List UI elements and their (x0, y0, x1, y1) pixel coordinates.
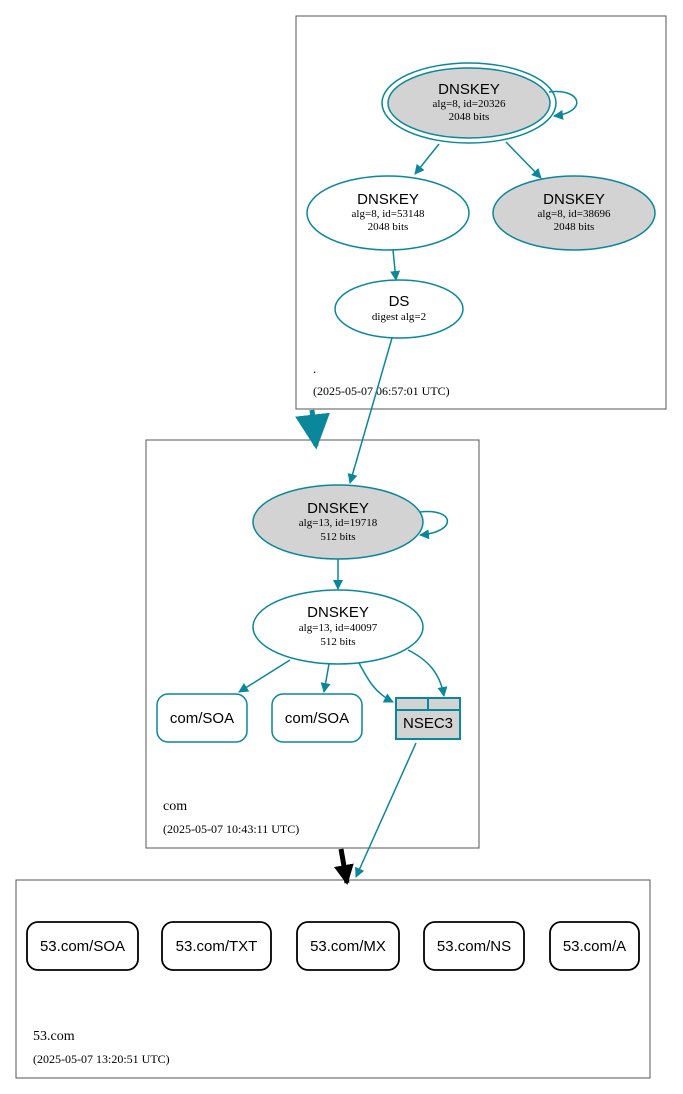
root-key3-size: 2048 bits (554, 221, 595, 233)
zone-53com: 53.com/SOA 53.com/TXT 53.com/MX 53.com/N… (15, 879, 651, 1079)
com-soa-2-node[interactable]: com/SOA (271, 693, 363, 743)
root-ksk-type: DNSKEY (438, 81, 500, 98)
root-zsk-node[interactable]: DNSKEY alg=8, id=53148 2048 bits (306, 175, 470, 251)
delegation-com-to-53com (334, 848, 354, 885)
zone-root: DNSKEY alg=8, id=20326 2048 bits DNSKEY … (295, 15, 667, 410)
com-ksk-size: 512 bits (320, 531, 355, 543)
record-53com-soa[interactable]: 53.com/SOA (26, 921, 139, 971)
record-53com-a[interactable]: 53.com/A (549, 921, 640, 971)
root-ksk-self-edge (548, 90, 578, 120)
edge-nsec3-to-53com (355, 742, 417, 878)
root-zsk-detail: alg=8, id=53148 (352, 208, 425, 220)
edge-root-ds-to-com-ksk (347, 337, 393, 484)
53com-zone-timestamp: (2025-05-07 13:20:51 UTC) (33, 1052, 170, 1066)
record-53com-txt[interactable]: 53.com/TXT (161, 921, 272, 971)
root-ksk-node[interactable]: DNSKEY alg=8, id=20326 2048 bits (381, 62, 557, 144)
com-soa-1-label: com/SOA (170, 710, 234, 727)
record-53com-soa-label: 53.com/SOA (40, 938, 125, 955)
com-ksk-detail: alg=13, id=19718 (299, 517, 378, 529)
edge-com-zsk-to-soa1 (238, 659, 291, 693)
root-key3-node[interactable]: DNSKEY alg=8, id=38696 2048 bits (492, 175, 656, 251)
record-53com-txt-label: 53.com/TXT (176, 938, 258, 955)
root-zone-name: . (313, 361, 316, 376)
com-ksk-node[interactable]: DNSKEY alg=13, id=19718 512 bits (252, 484, 424, 560)
com-soa-1-node[interactable]: com/SOA (156, 693, 248, 743)
zone-com: DNSKEY alg=13, id=19718 512 bits DNSKEY … (145, 439, 480, 849)
53com-zone-name: 53.com (33, 1029, 75, 1044)
root-key3-type: DNSKEY (543, 191, 605, 208)
root-key3-detail: alg=8, id=38696 (538, 208, 611, 220)
edge-com-zsk-to-nsec3-b (407, 649, 448, 697)
com-nsec3-node[interactable]: NSEC3 (395, 697, 461, 740)
root-zone-timestamp: (2025-05-07 06:57:01 UTC) (313, 384, 450, 398)
com-zsk-detail: alg=13, id=40097 (299, 622, 378, 634)
com-zsk-size: 512 bits (320, 636, 355, 648)
root-ds-detail: digest alg=2 (372, 311, 426, 323)
record-53com-mx[interactable]: 53.com/MX (296, 921, 400, 971)
record-53com-a-label: 53.com/A (563, 938, 626, 955)
root-ksk-detail: alg=8, id=20326 (433, 98, 506, 110)
edge-com-zsk-to-soa2 (320, 663, 331, 693)
root-ds-node[interactable]: DS digest alg=2 (334, 279, 464, 339)
com-zone-name: com (163, 799, 187, 814)
com-zone-timestamp: (2025-05-07 10:43:11 UTC) (163, 822, 299, 836)
com-soa-2-label: com/SOA (285, 710, 349, 727)
edge-root-ksk-to-zsk (414, 143, 440, 175)
com-nsec3-label: NSEC3 (403, 715, 453, 732)
edge-com-zsk-to-nsec3-a (358, 662, 394, 703)
delegation-root-to-com (295, 409, 330, 450)
edge-root-zsk-to-ds (390, 249, 401, 281)
com-zsk-type: DNSKEY (307, 604, 369, 621)
com-ksk-self-edge (419, 510, 449, 540)
root-ds-type: DS (389, 293, 410, 310)
root-ksk-size: 2048 bits (449, 111, 490, 123)
edge-root-ksk-to-key3 (505, 141, 542, 179)
com-zsk-node[interactable]: DNSKEY alg=13, id=40097 512 bits (252, 589, 424, 665)
com-ksk-type: DNSKEY (307, 500, 369, 517)
root-zsk-type: DNSKEY (357, 191, 419, 208)
zone-53com-box (15, 879, 651, 1079)
record-53com-mx-label: 53.com/MX (310, 938, 386, 955)
record-53com-ns[interactable]: 53.com/NS (423, 921, 525, 971)
record-53com-ns-label: 53.com/NS (437, 938, 511, 955)
root-zsk-size: 2048 bits (368, 221, 409, 233)
